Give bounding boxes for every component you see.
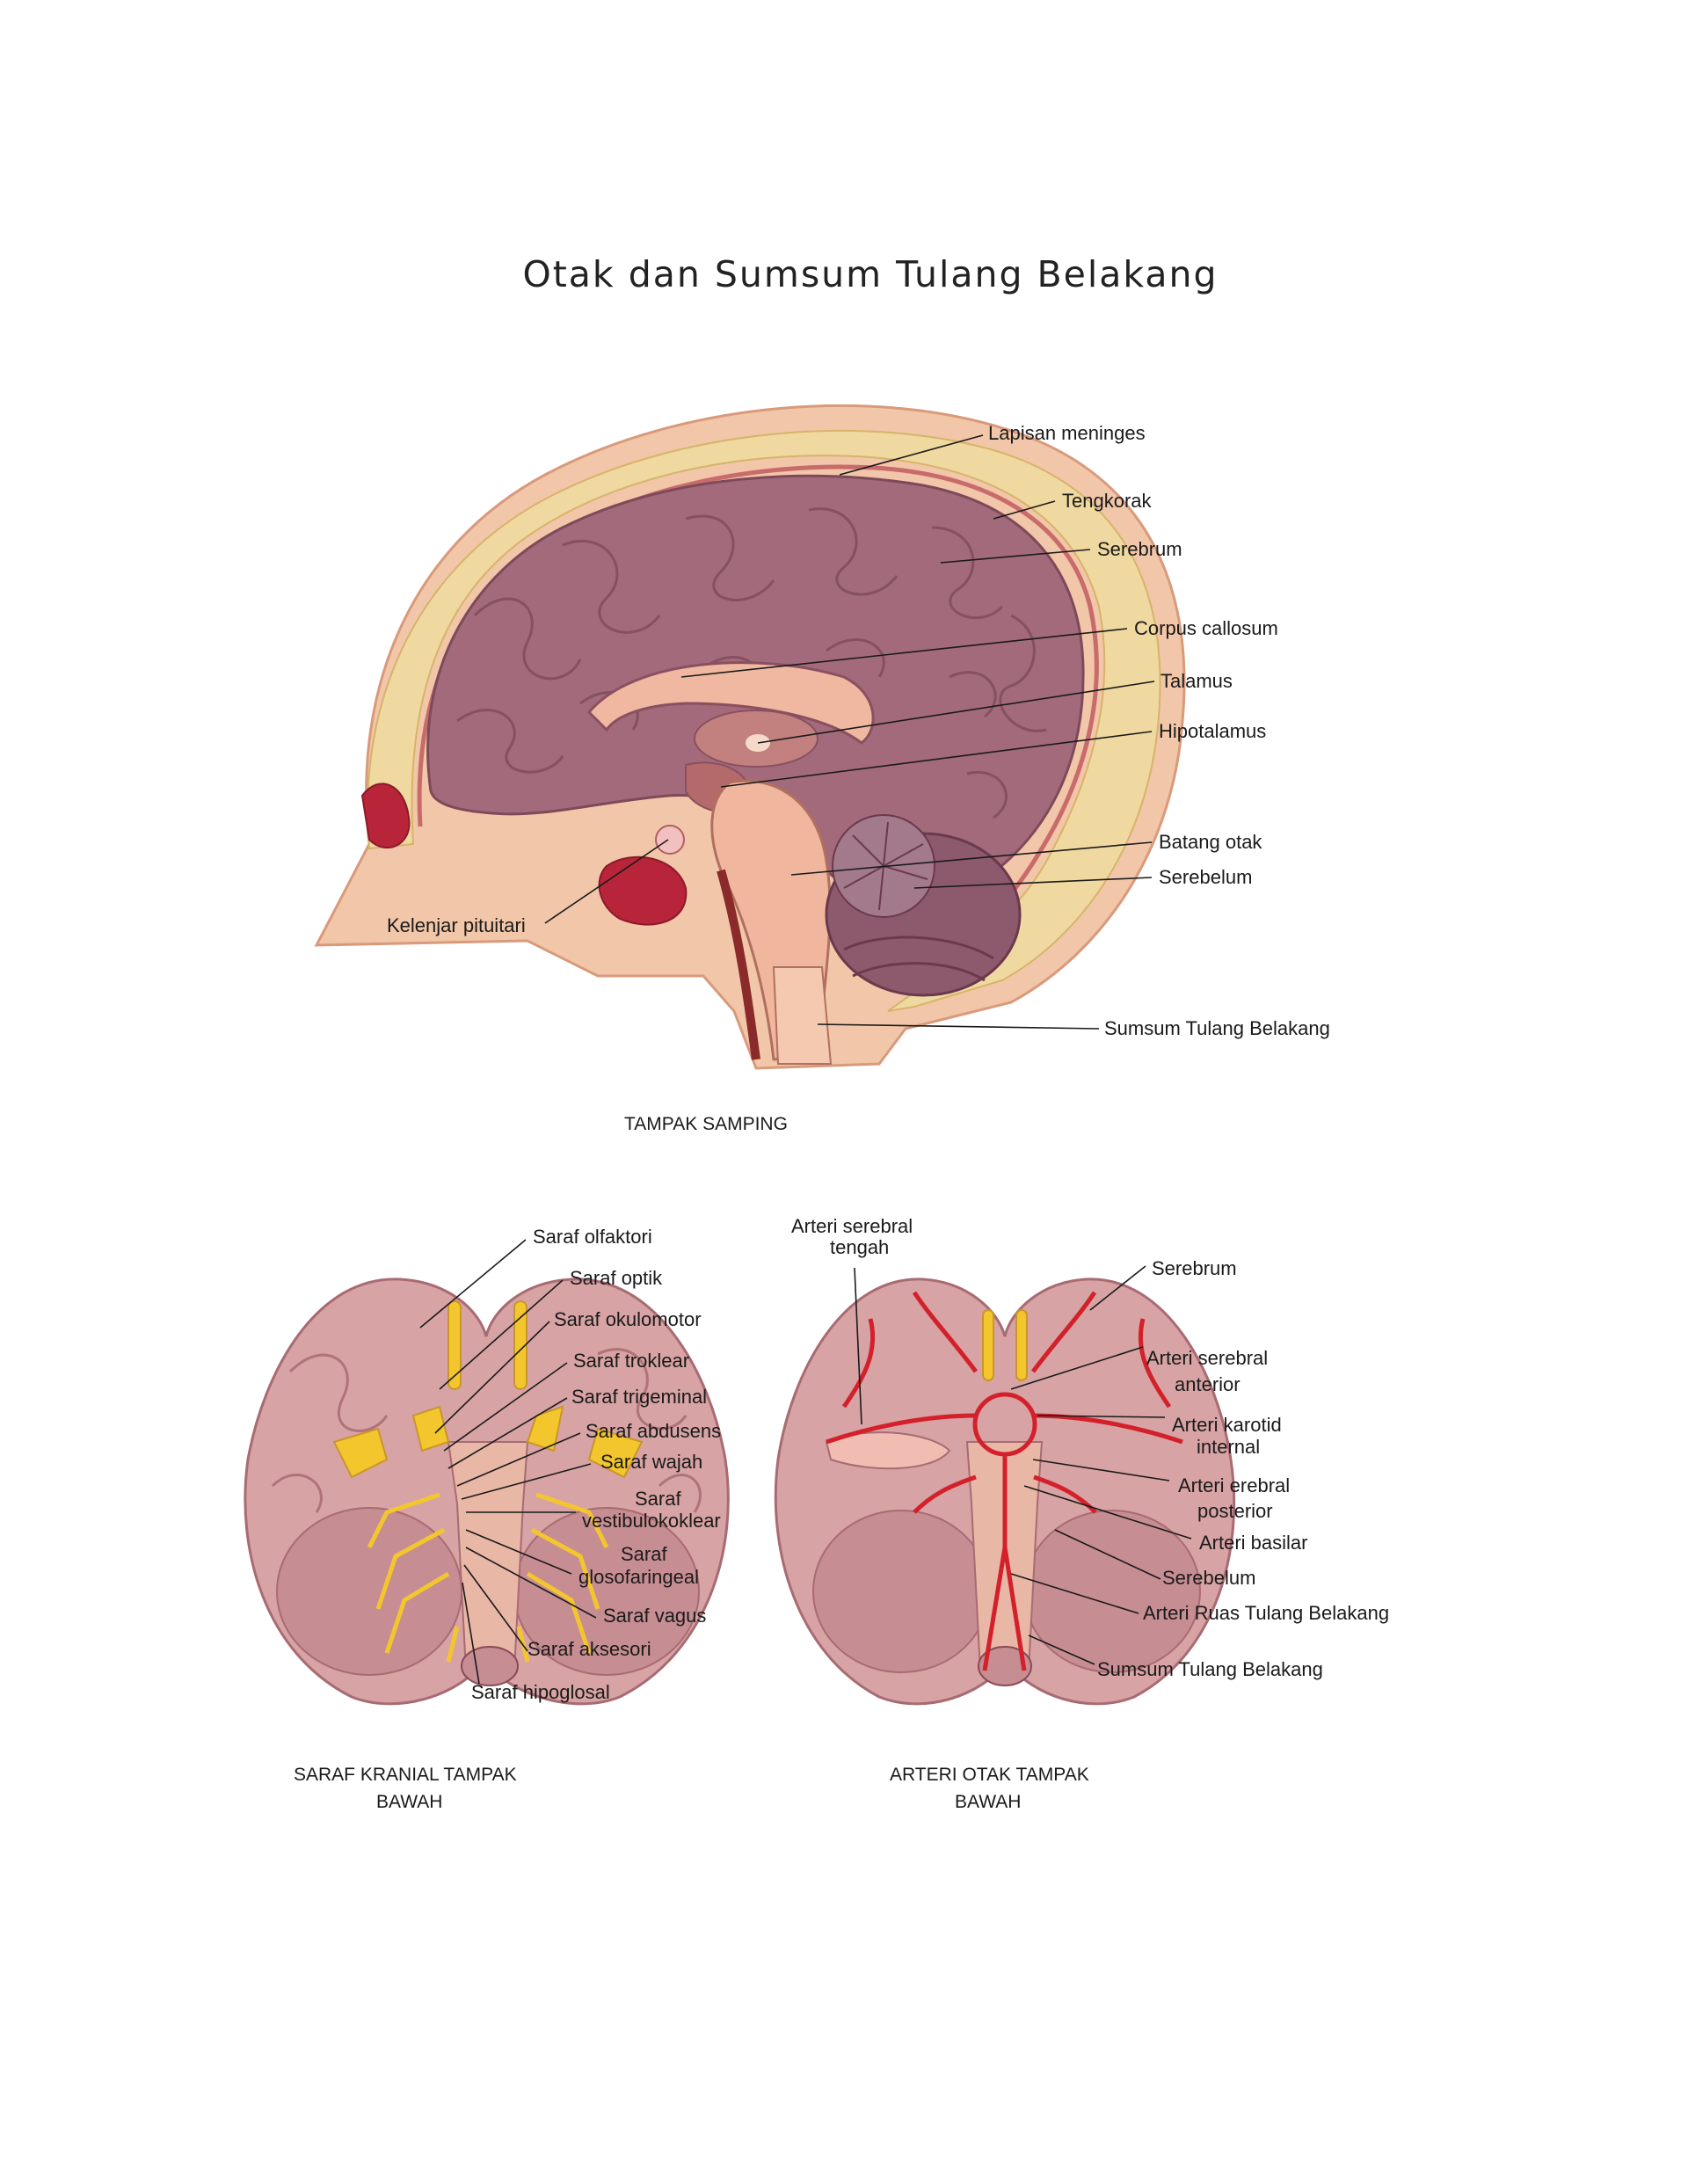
label-cerebrum-2: Serebrum: [1152, 1257, 1237, 1279]
label-anterior-1: Arteri serebral: [1146, 1347, 1268, 1369]
label-glosso-2: glosofaringeal: [578, 1566, 699, 1588]
caption-nerves-2: BAWAH: [376, 1792, 442, 1812]
frontal-sinus: [360, 783, 411, 849]
page-title: Otak dan Sumsum Tulang Belakang: [522, 253, 1219, 295]
label-cerebrum: Serebrum: [1097, 538, 1182, 560]
nerves-view-leaders: [419, 1239, 597, 1685]
label-pituitary: Kelenjar pituitari: [387, 914, 526, 936]
label-hypothalamus: Hipotalamus: [1159, 720, 1266, 742]
label-spinal-cord-2: Sumsum Tulang Belakang: [1097, 1658, 1323, 1680]
sphenoid-sinus: [598, 855, 688, 926]
label-anterior-2: anterior: [1175, 1373, 1241, 1395]
label-vertebral: Arteri Ruas Tulang Belakang: [1143, 1602, 1389, 1624]
label-oculomotor: Saraf okulomotor: [554, 1308, 702, 1330]
arteries: [826, 1291, 1183, 1671]
label-posterior-1: Arteri erebral: [1178, 1474, 1290, 1496]
label-basilar: Arteri basilar: [1199, 1532, 1307, 1554]
side-view-leaders: [544, 434, 1155, 1030]
label-meninges: Lapisan meninges: [988, 422, 1146, 444]
label-thalamus: Talamus: [1160, 670, 1233, 692]
label-skull: Tengkorak: [1062, 490, 1153, 512]
spinal-cord-side: [772, 966, 833, 1065]
caption-side-view: TAMPAK SAMPING: [624, 1114, 788, 1134]
label-brainstem: Batang otak: [1159, 831, 1262, 853]
caption-nerves-1: SARAF KRANIAL TAMPAK: [294, 1765, 517, 1785]
label-hypoglossal: Saraf hipoglosal: [471, 1681, 610, 1703]
caption-arteries-1: ARTERI OTAK TAMPAK: [890, 1765, 1089, 1785]
pituitary-gland: [655, 825, 685, 855]
label-olfactory: Saraf olfaktori: [533, 1226, 652, 1248]
label-vestibulo-2: vestibulokoklear: [582, 1510, 721, 1532]
side-view-illustration: [314, 404, 1186, 1070]
label-posterior-2: posterior: [1197, 1500, 1273, 1522]
label-glosso-1: Saraf: [621, 1543, 667, 1565]
label-vestibulo-1: Saraf: [635, 1488, 681, 1510]
label-cerebellum-2: Serebelum: [1162, 1567, 1255, 1589]
label-middle-artery-2: tengah: [830, 1236, 889, 1258]
label-corpus-callosum: Corpus callosum: [1134, 617, 1278, 639]
arteries-view-leaders: [854, 1265, 1192, 1665]
label-trochlear: Saraf troklear: [573, 1350, 689, 1372]
label-facial: Saraf wajah: [600, 1451, 702, 1473]
cranial-nerves: [332, 1300, 644, 1479]
arteries-view-illustration: [774, 1278, 1236, 1706]
label-trigeminal: Saraf trigeminal: [571, 1386, 707, 1408]
label-accessory: Saraf aksesori: [528, 1638, 651, 1660]
label-carotid-2: internal: [1197, 1436, 1260, 1458]
label-spinal-cord: Sumsum Tulang Belakang: [1104, 1017, 1330, 1039]
gyri-texture: [456, 507, 1047, 819]
label-carotid-1: Arteri karotid: [1172, 1414, 1282, 1436]
corpus-callosum: [586, 661, 875, 745]
label-cerebellum: Serebelum: [1159, 866, 1252, 888]
label-optic: Saraf optik: [570, 1267, 663, 1289]
label-middle-artery-1: Arteri serebral: [791, 1215, 913, 1237]
caption-arteries-2: BAWAH: [955, 1792, 1021, 1812]
label-abducens: Saraf abdusens: [586, 1420, 721, 1442]
spinal-canal: [717, 869, 760, 1060]
label-vagus: Saraf vagus: [603, 1605, 706, 1627]
